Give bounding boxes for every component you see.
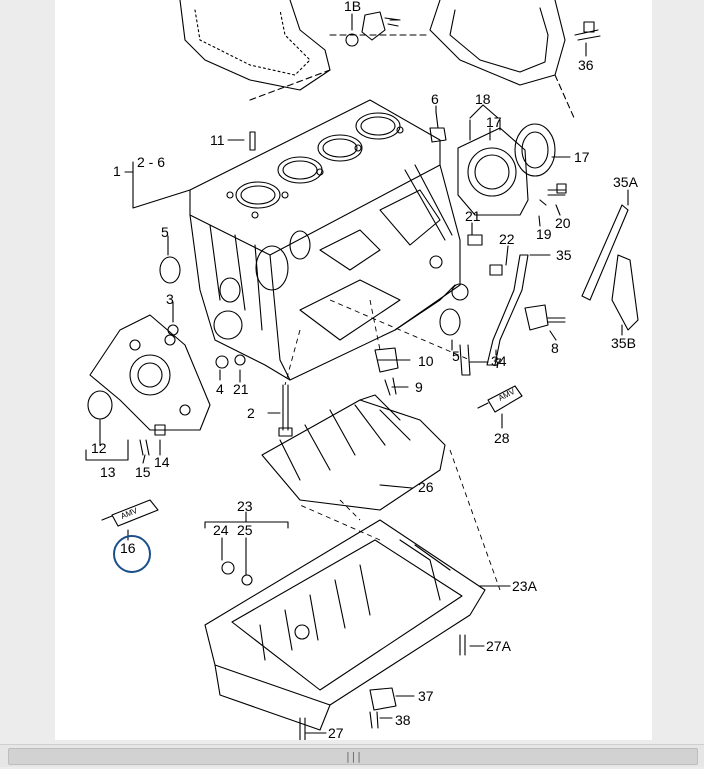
callout-2: 2 bbox=[247, 405, 255, 421]
plug-4 bbox=[215, 355, 229, 369]
dipstick-tube-35 bbox=[486, 254, 529, 366]
callout-27A: 27A bbox=[486, 638, 512, 654]
callout-15: 15 bbox=[135, 464, 151, 480]
drain-plug-24 bbox=[221, 561, 235, 575]
sensor-7 bbox=[524, 304, 549, 331]
oil-pan-23A bbox=[204, 519, 486, 706]
callout-13: 13 bbox=[100, 464, 116, 480]
callout-4: 4 bbox=[216, 381, 224, 397]
callout-24: 24 bbox=[213, 522, 229, 538]
upper-left-gasket bbox=[179, 0, 331, 91]
callout-21a: 21 bbox=[465, 208, 481, 224]
oring-5a bbox=[159, 256, 181, 284]
callout-18: 18 bbox=[475, 91, 491, 107]
bolt-38 bbox=[369, 711, 379, 729]
callout-25: 25 bbox=[237, 522, 253, 538]
sealant-tube-28 bbox=[487, 385, 523, 413]
oil-pump-13 bbox=[89, 314, 211, 431]
callout-23A: 23A bbox=[512, 578, 538, 594]
bolt-2 bbox=[282, 384, 289, 431]
bolt-27 bbox=[299, 717, 306, 740]
leader-lines bbox=[85, 13, 629, 734]
oil-pressure-switch-6 bbox=[429, 127, 447, 143]
alignment-guide-lines bbox=[284, 299, 501, 591]
callout-9: 9 bbox=[415, 379, 423, 395]
dipstick-guide-35B bbox=[611, 254, 639, 331]
sealant-tube-16 bbox=[111, 499, 159, 527]
callout-2-6: 2 - 6 bbox=[137, 154, 165, 170]
oring-5b bbox=[439, 308, 461, 336]
baffle-plate-26 bbox=[261, 399, 446, 511]
callout-38: 38 bbox=[395, 712, 411, 728]
callout-8: 8 bbox=[551, 340, 559, 356]
oil-level-sensor-37 bbox=[369, 687, 397, 711]
upper-right-gasket bbox=[429, 0, 566, 86]
highlight-circle-16[interactable] bbox=[113, 535, 151, 573]
bolt-14 bbox=[154, 424, 166, 436]
callout-26: 26 bbox=[418, 479, 434, 495]
callout-23: 23 bbox=[237, 498, 253, 514]
callout-28: 28 bbox=[494, 430, 510, 446]
callout-35B: 35B bbox=[611, 335, 636, 351]
bolt-9 bbox=[384, 377, 397, 396]
sensor-1b bbox=[361, 11, 386, 41]
stud-11 bbox=[249, 131, 256, 151]
callout-6: 6 bbox=[431, 91, 439, 107]
dipstick-35A bbox=[581, 204, 629, 301]
callout-1B: 1B bbox=[344, 0, 361, 14]
bush-22 bbox=[489, 264, 503, 276]
callout-7: 7 bbox=[494, 355, 502, 371]
oil-seal-12 bbox=[87, 390, 113, 420]
callout-17a: 17 bbox=[486, 114, 502, 130]
callout-35A: 35A bbox=[613, 174, 639, 190]
bolt-15 bbox=[139, 439, 150, 456]
callout-20: 20 bbox=[555, 215, 571, 231]
bolt-8 bbox=[547, 317, 566, 323]
callout-10: 10 bbox=[418, 353, 434, 369]
callout-17b: 17 bbox=[574, 149, 590, 165]
callout-12: 12 bbox=[91, 440, 107, 456]
callout-34: 34 bbox=[491, 353, 507, 369]
dowel-21a bbox=[467, 234, 483, 246]
seal-flange-18 bbox=[457, 127, 529, 216]
callout-21b: 21 bbox=[233, 381, 249, 397]
bracket-10 bbox=[374, 347, 399, 373]
callout-1: 1 bbox=[113, 163, 121, 179]
callout-36: 36 bbox=[578, 57, 594, 73]
plug-21b bbox=[234, 354, 246, 366]
drain-plug-boss bbox=[294, 624, 310, 640]
engine-block-exploded-diagram: AMV AMV 1B 36 6 18 17 17 11 1 2 - 6 35A … bbox=[85, 0, 639, 740]
oil-pipe-34 bbox=[459, 344, 471, 376]
callout-37: 37 bbox=[418, 688, 434, 704]
callout-11: 11 bbox=[210, 132, 225, 148]
callout-3: 3 bbox=[166, 291, 174, 307]
seal-3 bbox=[167, 324, 179, 336]
callout-27: 27 bbox=[328, 725, 344, 740]
callout-14: 14 bbox=[154, 454, 170, 470]
scrollbar-thumb[interactable]: ||| bbox=[8, 748, 698, 765]
diagram-sheet bbox=[55, 0, 652, 740]
cylinder-block bbox=[189, 99, 441, 256]
washer-25 bbox=[241, 574, 253, 586]
callout-19: 19 bbox=[536, 226, 552, 242]
callout-5a: 5 bbox=[161, 224, 169, 240]
callout-5b: 5 bbox=[452, 348, 460, 364]
callout-35: 35 bbox=[556, 247, 572, 263]
callout-22: 22 bbox=[499, 231, 515, 247]
scrollbar-grip: ||| bbox=[344, 750, 363, 763]
bolt-27A bbox=[459, 634, 466, 656]
crankshaft-seal-17 bbox=[514, 123, 556, 177]
horizontal-scrollbar[interactable]: ||| bbox=[0, 744, 704, 767]
callout-16[interactable]: 16 bbox=[120, 540, 136, 556]
